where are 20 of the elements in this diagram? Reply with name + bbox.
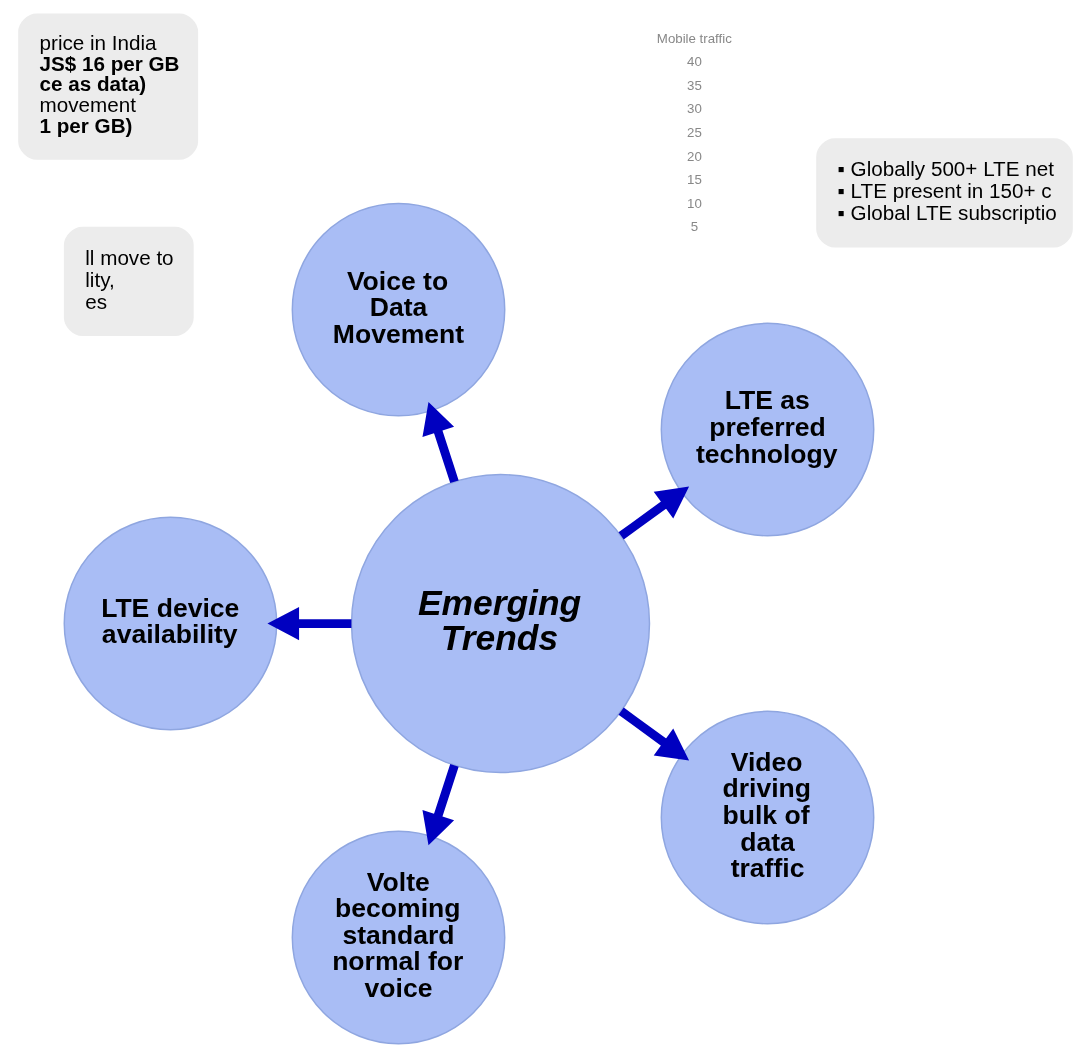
- node-circle: Emerging Trends: [350, 473, 650, 774]
- node-circle: LTE device availability: [63, 516, 277, 731]
- label: 10: [686, 195, 702, 211]
- arrow: [618, 486, 689, 540]
- label: 40: [686, 54, 702, 70]
- arrow: [421, 401, 459, 484]
- label: 15: [686, 172, 702, 188]
- arrow: [266, 606, 351, 641]
- label: 5: [690, 219, 698, 235]
- node-circle: LTE as preferred technology: [660, 322, 874, 537]
- node-circle: Volte becoming standard normal for voice: [291, 830, 505, 1045]
- label: 25: [686, 125, 702, 141]
- node-circle: Video driving bulk of data traffic: [660, 710, 874, 925]
- arrow: [421, 764, 459, 846]
- label: Mobile traffic: [656, 30, 732, 46]
- label: 35: [686, 77, 702, 93]
- label: 20: [686, 148, 702, 164]
- node-circle: Voice to Data Movement: [291, 202, 505, 417]
- arrow: [618, 707, 689, 761]
- label: 30: [686, 101, 702, 117]
